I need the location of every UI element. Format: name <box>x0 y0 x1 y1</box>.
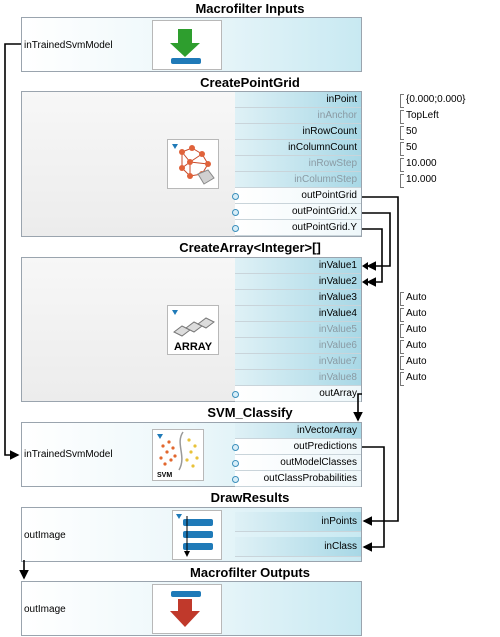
draw-results-title: DrawResults <box>210 490 290 505</box>
array-icon: ARRAY <box>172 310 215 353</box>
value-inPoint[interactable]: {0.000;0.000} <box>406 94 466 105</box>
port-outPointGrid-X[interactable]: outPointGrid.X <box>235 204 361 220</box>
value-bracket <box>400 356 404 370</box>
arrowhead <box>362 262 368 270</box>
wire-pointgrid-y <box>362 228 383 287</box>
value-bracket <box>400 110 404 124</box>
wire-array <box>353 393 363 422</box>
macrofilter-inputs-icon-box <box>152 20 222 70</box>
value-bracket <box>400 126 404 140</box>
svm-classify-icon-box: SVM <box>152 429 204 481</box>
port-inColumnStep[interactable]: inColumnStep <box>235 172 361 188</box>
create-array-title: CreateArray<Integer>[] <box>179 240 321 255</box>
macrofilter-inputs-block[interactable]: inTrainedSvmModel <box>21 17 362 72</box>
port-inValue5[interactable]: inValue5 <box>235 322 361 338</box>
port-outPointGrid[interactable]: outPointGrid <box>235 188 361 204</box>
port-inRowStep[interactable]: inRowStep <box>235 156 361 172</box>
point-grid-icon <box>172 144 215 185</box>
value-bracket <box>400 158 404 172</box>
port-outPredictions[interactable]: outPredictions <box>235 439 361 455</box>
value-inColumnCount[interactable]: 50 <box>406 142 418 153</box>
value-inValue5[interactable]: Auto <box>406 324 427 335</box>
value-inRowCount[interactable]: 50 <box>406 126 418 137</box>
output-connector[interactable] <box>232 476 239 483</box>
svm-icon: SVM <box>157 431 199 479</box>
port-inValue2[interactable]: inValue2 <box>235 274 361 290</box>
draw-results-icon-box <box>172 510 222 560</box>
port-inValue7[interactable]: inValue7 <box>235 354 361 370</box>
port-inValue6[interactable]: inValue6 <box>235 338 361 354</box>
port-inValue3[interactable]: inValue3 <box>235 290 361 306</box>
value-inValue8[interactable]: Auto <box>406 372 427 383</box>
port-outArray[interactable]: outArray <box>235 386 361 402</box>
wire-pointgrid-x <box>362 212 391 271</box>
output-connector[interactable] <box>232 193 239 200</box>
port-outModelClasses[interactable]: outModelClasses <box>235 455 361 471</box>
output-connector[interactable] <box>232 209 239 216</box>
port-inColumnCount[interactable]: inColumnCount <box>235 140 361 156</box>
download-arrow-icon <box>170 29 201 64</box>
value-inValue6[interactable]: Auto <box>406 340 427 351</box>
port-inPoint[interactable]: inPoint <box>235 92 361 108</box>
upload-arrow-icon <box>170 591 201 627</box>
port-outClassProbabilities[interactable]: outClassProbabilities <box>235 471 361 487</box>
output-connector[interactable] <box>232 460 239 467</box>
svm-input-port-inTrainedSvmModel[interactable]: inTrainedSvmModel <box>24 449 113 460</box>
value-inRowStep[interactable]: 10.000 <box>406 158 437 169</box>
value-inValue3[interactable]: Auto <box>406 292 427 303</box>
macrofilter-outputs-icon-box <box>152 584 222 634</box>
value-bracket <box>400 324 404 338</box>
wire-model <box>4 43 21 460</box>
output-connector[interactable] <box>232 225 239 232</box>
create-point-grid-title: CreatePointGrid <box>200 75 300 90</box>
value-bracket <box>400 308 404 322</box>
output-connector[interactable] <box>232 391 239 398</box>
value-bracket <box>400 174 404 188</box>
draw-results-icon <box>176 514 213 557</box>
value-bracket <box>400 94 404 108</box>
wire-pointgrid <box>362 196 399 526</box>
port-inRowCount[interactable]: inRowCount <box>235 124 361 140</box>
value-inValue7[interactable]: Auto <box>406 356 427 367</box>
macrofilter-output-port[interactable]: outImage <box>24 604 66 615</box>
arrowhead <box>362 278 368 286</box>
draw-results-port-outImage[interactable]: outImage <box>24 530 66 541</box>
port-inAnchor[interactable]: inAnchor <box>235 108 361 124</box>
array-icon-label: ARRAY <box>174 341 213 353</box>
macrofilter-outputs-block[interactable]: outImage <box>21 581 362 636</box>
port-inVectorArray[interactable]: inVectorArray <box>235 423 361 439</box>
port-inPoints[interactable]: inPoints <box>235 512 361 532</box>
value-inColumnStep[interactable]: 10.000 <box>406 174 437 185</box>
value-inValue4[interactable]: Auto <box>406 308 427 319</box>
port-inValue8[interactable]: inValue8 <box>235 370 361 386</box>
value-bracket <box>400 372 404 386</box>
value-inAnchor[interactable]: TopLeft <box>406 110 439 121</box>
svm-classify-title: SVM_Classify <box>207 405 293 420</box>
output-connector[interactable] <box>232 444 239 451</box>
value-bracket <box>400 142 404 156</box>
wire-predictions <box>362 446 385 552</box>
port-inValue4[interactable]: inValue4 <box>235 306 361 322</box>
svm-icon-label: SVM <box>157 472 172 479</box>
value-bracket <box>400 292 404 306</box>
macrofilter-input-port[interactable]: inTrainedSvmModel <box>24 40 113 51</box>
port-inValue1[interactable]: inValue1 <box>235 258 361 274</box>
create-point-grid-icon-box <box>167 139 219 189</box>
macrofilter-outputs-title: Macrofilter Outputs <box>190 565 310 580</box>
value-bracket <box>400 340 404 354</box>
port-outPointGrid-Y[interactable]: outPointGrid.Y <box>235 220 361 236</box>
port-inClass[interactable]: inClass <box>235 537 361 557</box>
macrofilter-inputs-title: Macrofilter Inputs <box>195 1 305 16</box>
create-array-icon-box: ARRAY <box>167 305 219 355</box>
